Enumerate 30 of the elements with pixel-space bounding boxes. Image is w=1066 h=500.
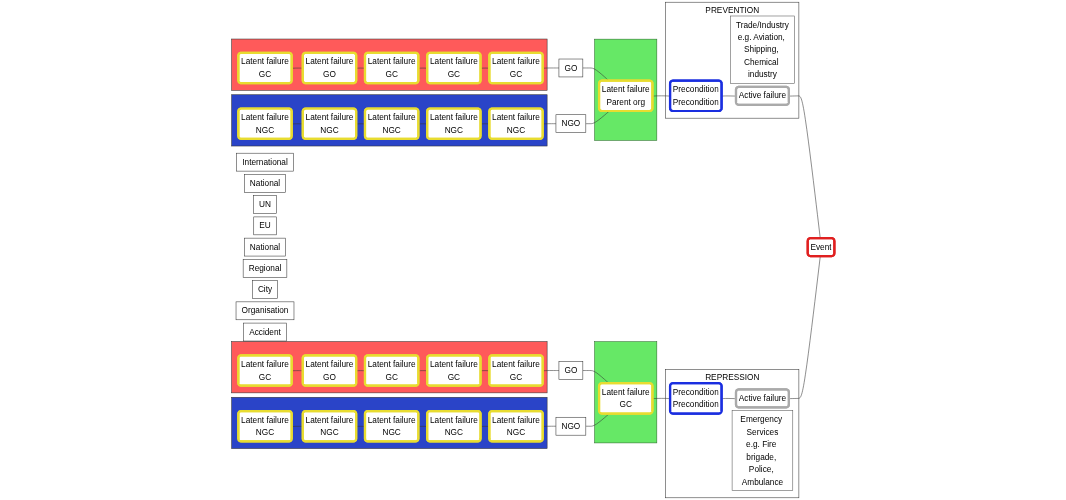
connector	[542, 370, 560, 372]
node-box: Accident	[243, 322, 287, 342]
connector	[542, 123, 557, 125]
node-box: Emergency Services e.g. Fire brigade, Police, Ambulance	[731, 410, 794, 491]
node-box: National	[244, 174, 286, 193]
node-box: EU	[253, 216, 277, 236]
node-box: International	[236, 152, 294, 172]
connector	[542, 425, 557, 427]
node-box: Regional	[242, 259, 288, 278]
node-box: GO	[558, 361, 584, 380]
node-box: NGO	[555, 114, 587, 133]
cluster	[231, 94, 548, 147]
cluster	[231, 397, 548, 449]
connector	[582, 370, 610, 384]
node-box: GO	[558, 58, 584, 78]
node-box: National	[244, 237, 286, 257]
connector	[480, 426, 490, 427]
connector	[788, 256, 821, 399]
cluster	[231, 38, 548, 91]
connector	[418, 426, 428, 427]
cluster	[231, 341, 548, 394]
connector	[652, 398, 671, 399]
node-box: Organisation	[235, 301, 295, 321]
node-box: City	[252, 280, 278, 299]
node-box: Trade/Industry e.g. Aviation, Shipping, Chemical industry	[730, 15, 795, 84]
connector	[788, 95, 821, 239]
connector	[652, 95, 671, 97]
node-box: NGO	[555, 417, 587, 436]
connector	[585, 413, 610, 427]
node-box: UN	[253, 195, 277, 214]
